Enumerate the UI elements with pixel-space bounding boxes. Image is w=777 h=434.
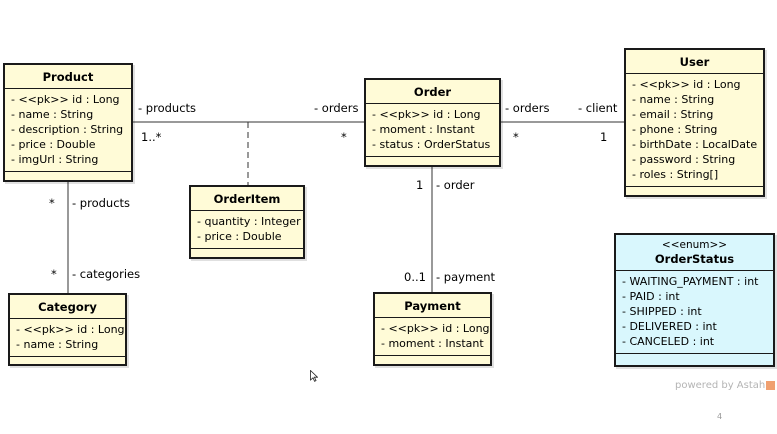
role-label: - products xyxy=(72,196,131,210)
class-name: Product xyxy=(42,70,94,84)
attribute: - moment : Instant xyxy=(372,123,475,136)
class-payment-header: Payment xyxy=(375,294,490,318)
attribute: - <<pk>> id : Long xyxy=(381,322,490,335)
attribute: - price : Double xyxy=(197,230,282,243)
attribute: - description : String xyxy=(11,123,124,136)
watermark-text: powered by Astah xyxy=(675,380,766,391)
class-orderitem-operations xyxy=(191,249,303,255)
enum-literal: - DELIVERED : int xyxy=(622,320,717,333)
class-name: User xyxy=(679,55,710,69)
attribute: - <<pk>> id : Long xyxy=(372,108,481,121)
class-user-attributes: - <<pk>> id : Long - name : String - ema… xyxy=(626,74,763,187)
attribute: - <<pk>> id : Long xyxy=(16,323,125,336)
multiplicity-label: * xyxy=(49,196,55,210)
class-product-operations xyxy=(5,172,131,178)
attribute: - name : String xyxy=(11,108,94,121)
class-order[interactable]: Order - <<pk>> id : Long - moment : Inst… xyxy=(364,78,501,167)
page-number: 4 xyxy=(717,412,723,421)
class-order-operations xyxy=(366,157,499,163)
attribute: - roles : String[] xyxy=(632,168,719,181)
multiplicity-label: * xyxy=(513,130,519,144)
class-order-attributes: - <<pk>> id : Long - moment : Instant - … xyxy=(366,104,499,157)
multiplicity-label: 1 xyxy=(600,130,608,144)
role-label: - orders xyxy=(314,101,359,115)
class-name: Order xyxy=(413,85,452,99)
attribute: - name : String xyxy=(16,338,99,351)
attribute: - name : String xyxy=(632,93,715,106)
class-order-header: Order xyxy=(366,80,499,104)
attribute: - status : OrderStatus xyxy=(372,138,491,151)
enum-literal: - CANCELED : int xyxy=(622,335,715,348)
attribute: - quantity : Integer xyxy=(197,215,301,228)
class-user-operations xyxy=(626,187,763,193)
class-product[interactable]: Product - <<pk>> id : Long - name : Stri… xyxy=(3,63,133,182)
role-label: - products xyxy=(138,101,197,115)
attribute: - phone : String xyxy=(632,123,718,136)
class-orderitem-attributes: - quantity : Integer - price : Double xyxy=(191,211,303,249)
role-label: - order xyxy=(436,178,475,192)
class-category[interactable]: Category - <<pk>> id : Long - name : Str… xyxy=(8,293,127,366)
multiplicity-label: * xyxy=(51,267,57,281)
attribute: - <<pk>> id : Long xyxy=(632,78,741,91)
class-user[interactable]: User - <<pk>> id : Long - name : String … xyxy=(624,48,765,197)
class-name: Payment xyxy=(404,299,461,313)
class-name: OrderStatus xyxy=(654,252,735,266)
role-label: - orders xyxy=(505,101,550,115)
multiplicity-label: 1 xyxy=(416,178,424,192)
role-label: - categories xyxy=(72,267,141,281)
enum-orderstatus[interactable]: <<enum>> OrderStatus - WAITING_PAYMENT :… xyxy=(614,233,775,367)
enum-orderstatus-header: <<enum>> OrderStatus xyxy=(616,235,773,271)
multiplicity-label: 1..* xyxy=(141,130,162,144)
class-payment[interactable]: Payment - <<pk>> id : Long - moment : In… xyxy=(373,292,492,366)
class-category-header: Category xyxy=(10,295,125,319)
multiplicity-label: * xyxy=(341,130,347,144)
class-payment-operations xyxy=(375,356,490,362)
multiplicity-label: 0..1 xyxy=(404,270,426,284)
mouse-cursor-icon xyxy=(310,370,318,382)
attribute: - <<pk>> id : Long xyxy=(11,93,120,106)
class-product-attributes: - <<pk>> id : Long - name : String - des… xyxy=(5,89,131,172)
class-orderitem-header: OrderItem xyxy=(191,187,303,211)
enum-literal: - PAID : int xyxy=(622,290,680,303)
attribute: - price : Double xyxy=(11,138,96,151)
enum-literal: - SHIPPED : int xyxy=(622,305,702,318)
role-label: - client xyxy=(578,101,618,115)
attribute: - email : String xyxy=(632,108,714,121)
class-payment-attributes: - <<pk>> id : Long - moment : Instant xyxy=(375,318,490,356)
class-name: OrderItem xyxy=(213,192,281,206)
class-category-attributes: - <<pk>> id : Long - name : String xyxy=(10,319,125,357)
astah-logo-icon xyxy=(766,380,776,390)
attribute: - birthDate : LocalDate xyxy=(632,138,758,151)
enum-orderstatus-operations xyxy=(616,354,773,360)
enum-orderstatus-literals: - WAITING_PAYMENT : int - PAID : int - S… xyxy=(616,271,773,354)
attribute: - imgUrl : String xyxy=(11,153,99,166)
stereotype-label: <<enum>> xyxy=(661,239,728,251)
class-orderitem[interactable]: OrderItem - quantity : Integer - price :… xyxy=(189,185,305,259)
class-product-header: Product xyxy=(5,65,131,89)
role-label: - payment xyxy=(436,270,496,284)
class-name: Category xyxy=(38,300,97,314)
attribute: - password : String xyxy=(632,153,736,166)
enum-literal: - WAITING_PAYMENT : int xyxy=(622,275,759,288)
attribute: - moment : Instant xyxy=(381,337,484,350)
astah-watermark: powered by Astah xyxy=(675,379,776,393)
class-user-header: User xyxy=(626,50,763,74)
class-category-operations xyxy=(10,357,125,363)
